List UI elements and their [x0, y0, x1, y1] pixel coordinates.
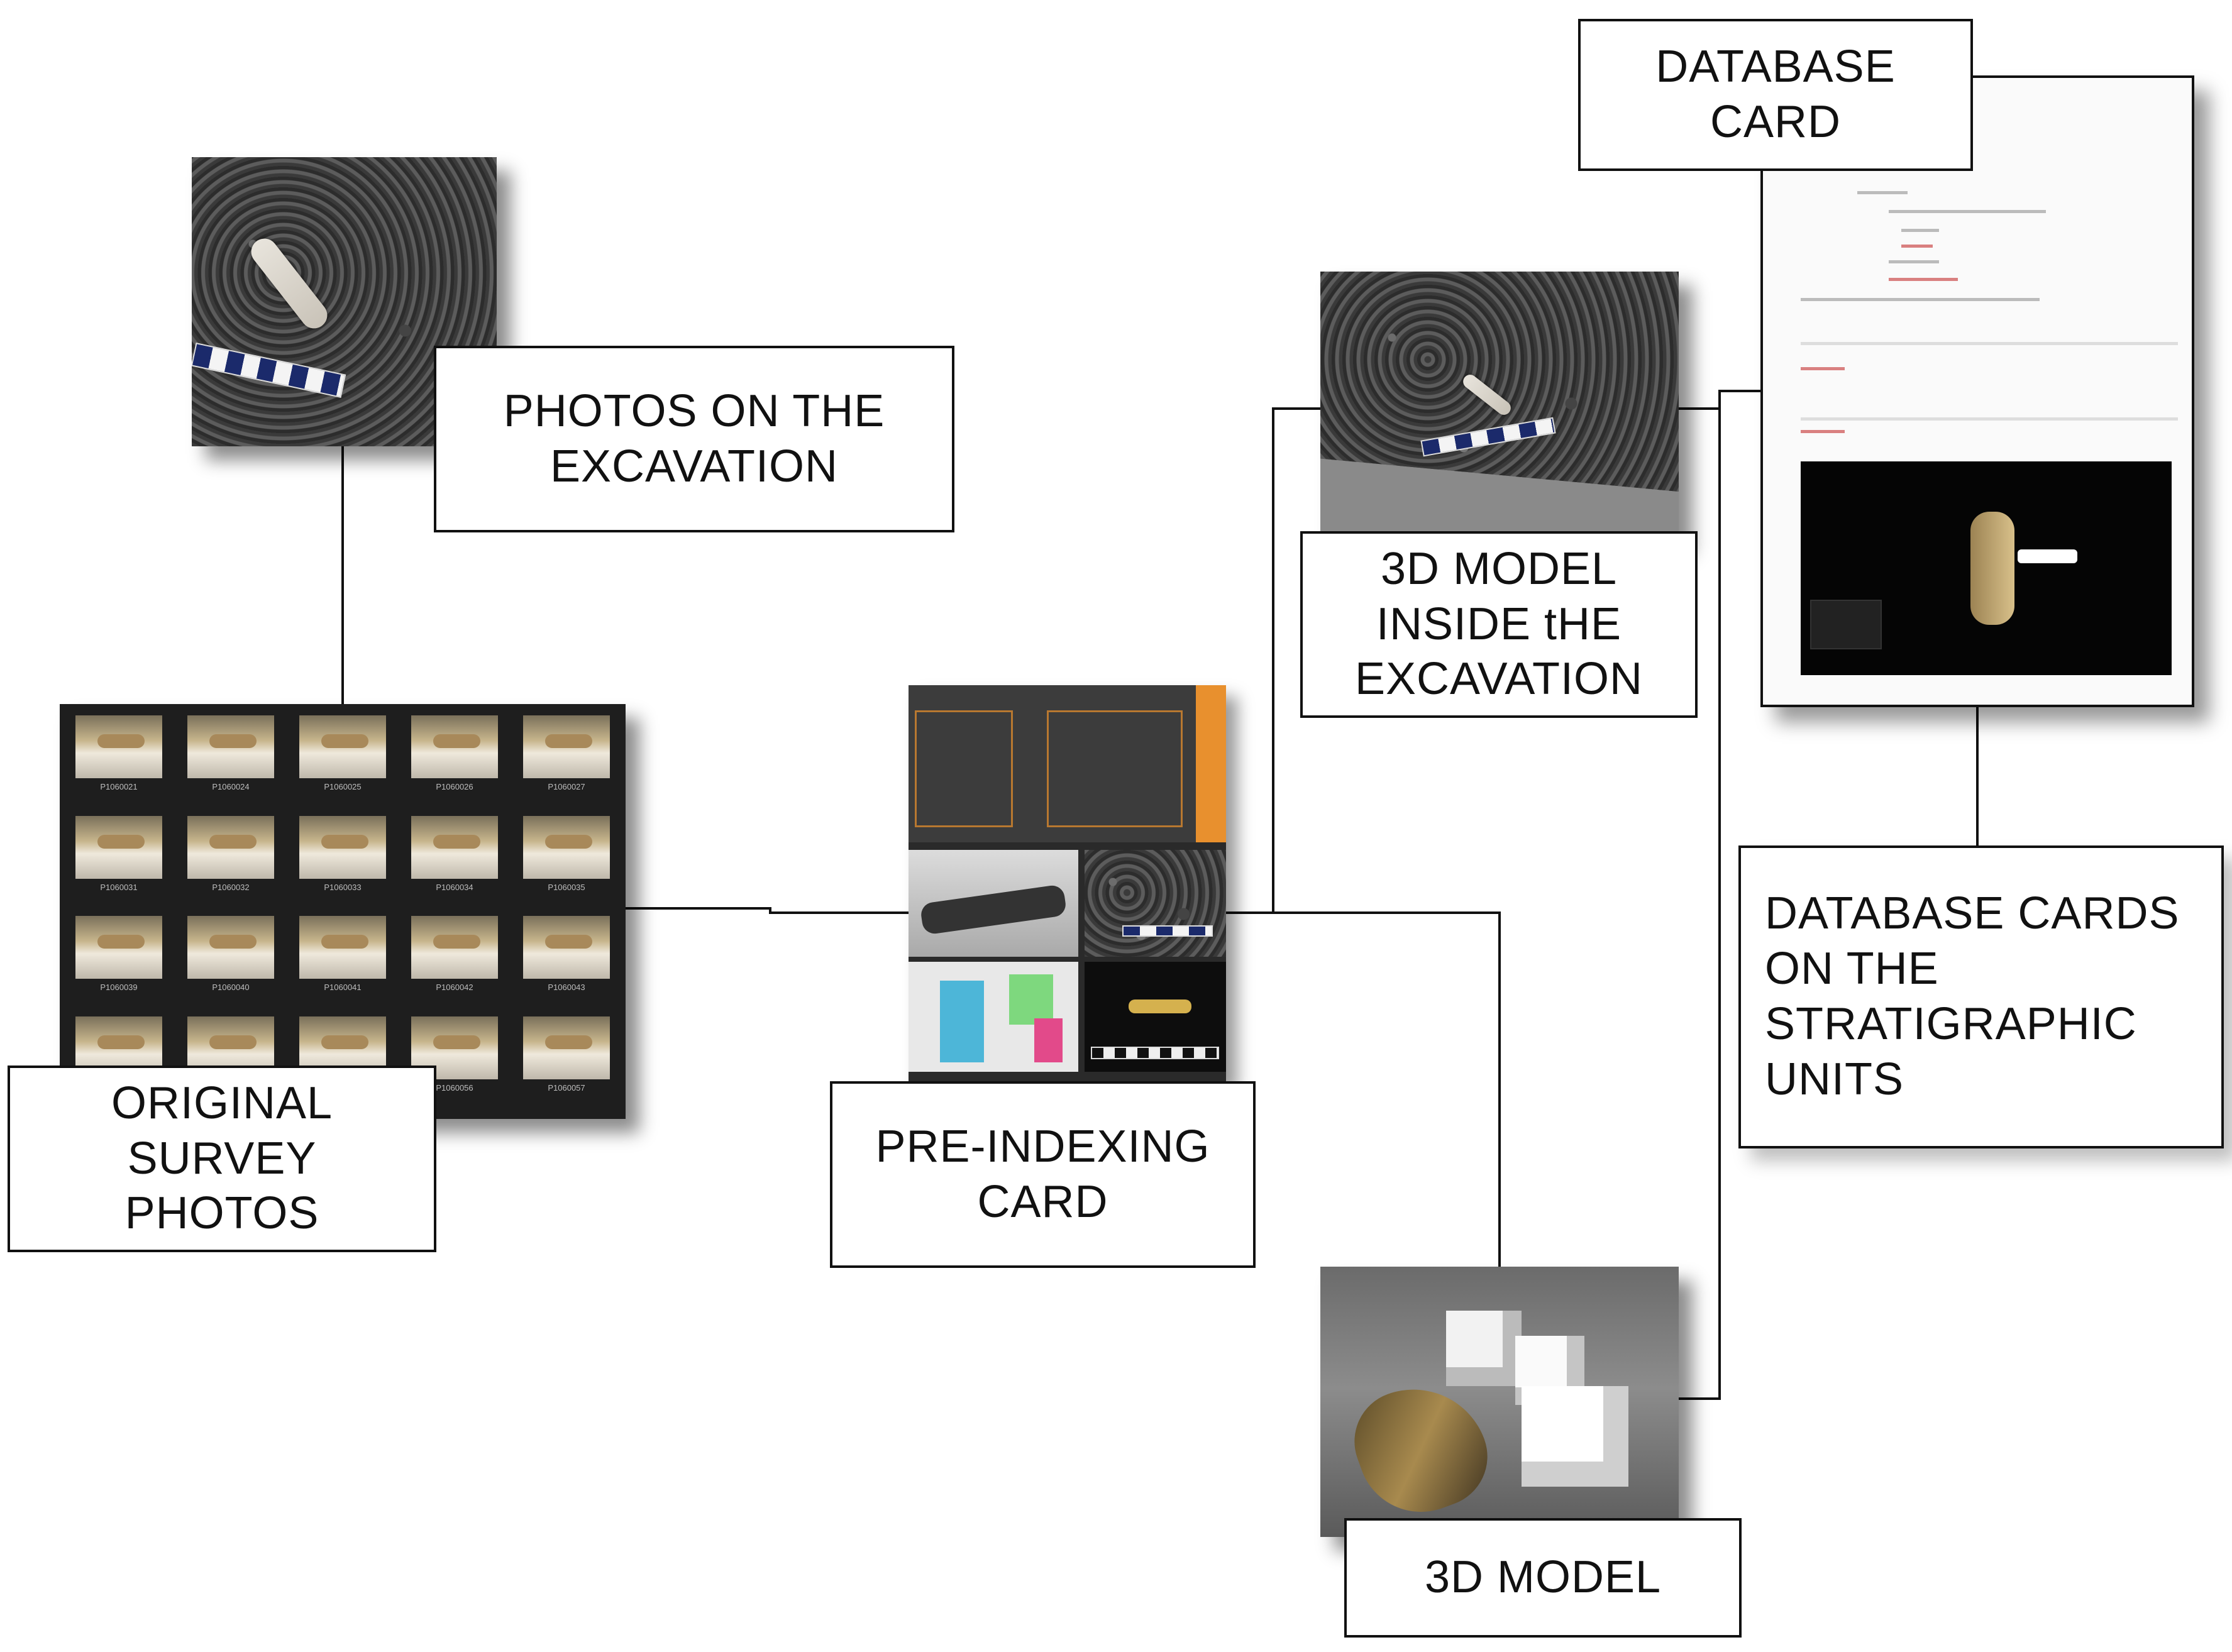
survey-thumbnail-caption: P1060035 [548, 882, 585, 892]
survey-thumbnail-caption: P1060032 [212, 882, 250, 892]
excavation-find [246, 233, 333, 334]
survey-thumbnail-caption: P1060039 [100, 983, 138, 992]
survey-thumbnail-caption: P1060057 [548, 1082, 585, 1093]
survey-thumbnail-caption: P1060031 [100, 882, 138, 892]
survey-thumbnail-image [411, 815, 498, 879]
survey-thumbnail: P1060034 [404, 815, 505, 908]
label-3d-model-inside-excavation: 3D MODEL INSIDE tHE EXCAVATION [1300, 531, 1698, 718]
link-model-to-database [1679, 390, 1760, 1400]
survey-thumbnail-caption: P1060040 [212, 983, 250, 992]
survey-thumbnail-caption: P1060042 [436, 983, 473, 992]
survey-thumbnail: P1060057 [516, 1016, 617, 1108]
model-inside-excavation-image [1320, 272, 1679, 542]
card-accent-bar [1196, 685, 1226, 842]
survey-thumbnail: P1060031 [69, 815, 169, 908]
survey-thumbnail: P1060024 [180, 715, 281, 807]
card-field-box-right [1047, 710, 1183, 827]
excavation-scale-bar [192, 343, 346, 398]
survey-thumbnail-image [523, 916, 610, 979]
survey-thumbnail-caption: P1060043 [548, 983, 585, 992]
survey-thumbnail-caption: P1060034 [436, 882, 473, 892]
survey-photo-grid: P1060021 P1060024 P1060025 P1060026 P1060027… [60, 704, 626, 1119]
label-database-cards-su: DATABASE CARDS ON THE STRATIGRAPHIC UNIT… [1738, 845, 2224, 1148]
survey-thumbnail: P1060026 [404, 715, 505, 807]
model-3d-image [1320, 1267, 1679, 1537]
survey-thumbnail-caption: P1060024 [212, 782, 250, 791]
survey-thumbnail: P1060039 [69, 916, 169, 1008]
survey-thumbnail: P1060043 [516, 916, 617, 1008]
survey-thumbnail-image [75, 815, 162, 879]
survey-thumbnail-caption: P1060041 [324, 983, 362, 992]
label-text: DATABASE CARDS ON THE STRATIGRAPHIC UNIT… [1765, 888, 2180, 1104]
card-cell-excavation [1085, 850, 1226, 957]
link-preindexing-to-model [1226, 911, 1501, 1267]
survey-thumbnail: P1060041 [292, 916, 393, 1008]
label-text: 3D MODEL INSIDE tHE EXCAVATION [1354, 543, 1644, 705]
label-text: DATABASE CARD [1655, 41, 1896, 147]
survey-thumbnail-image [411, 715, 498, 778]
card-cell-model-render [909, 850, 1078, 957]
survey-thumbnail-caption: P1060056 [436, 1082, 473, 1093]
survey-thumbnail: P1060033 [292, 815, 393, 908]
card-field-box-left [915, 710, 1013, 827]
label-database-card: DATABASE CARD [1578, 19, 1973, 171]
database-card-image [1760, 75, 2194, 707]
survey-thumbnail: P1060032 [180, 815, 281, 908]
label-photos-on-excavation: PHOTOS ON THE EXCAVATION [434, 346, 954, 532]
survey-thumbnail-image [187, 916, 274, 979]
survey-thumbnail: P1060040 [180, 916, 281, 1008]
survey-thumbnail-caption: P1060026 [436, 782, 473, 791]
survey-thumbnail-image [75, 715, 162, 778]
survey-thumbnail-image [523, 1016, 610, 1079]
label-pre-indexing-card: PRE-INDEXING CARD [830, 1081, 1256, 1268]
survey-thumbnail: P1060035 [516, 815, 617, 908]
pre-indexing-card-image [909, 685, 1226, 1081]
survey-thumbnail: P1060025 [292, 715, 393, 807]
label-3d-model: 3D MODEL [1344, 1518, 1742, 1638]
survey-thumbnail: P1060027 [516, 715, 617, 807]
survey-thumbnail-image [187, 715, 274, 778]
survey-thumbnail-caption: P1060025 [324, 782, 362, 791]
survey-thumbnail-image [75, 916, 162, 979]
label-text: PHOTOS ON THE EXCAVATION [503, 385, 885, 492]
survey-thumbnail-image [523, 815, 610, 879]
card-cell-colored-model [909, 962, 1078, 1072]
survey-thumbnail: P1060021 [69, 715, 169, 807]
survey-thumbnail-image [411, 916, 498, 979]
survey-thumbnail: P1060042 [404, 916, 505, 1008]
label-text: PRE-INDEXING CARD [875, 1121, 1210, 1227]
survey-thumbnail-image [187, 815, 274, 879]
survey-thumbnail-image [299, 815, 386, 879]
survey-thumbnail-image [299, 715, 386, 778]
link-survey-to-preindexing [626, 907, 909, 914]
pre-indexing-card-header [909, 685, 1226, 842]
survey-thumbnail-caption: P1060027 [548, 782, 585, 791]
database-3d-viewer [1801, 461, 2172, 675]
survey-thumbnail-caption: P1060033 [324, 882, 362, 892]
label-original-survey-photos: ORIGINAL SURVEY PHOTOS [8, 1066, 436, 1252]
survey-thumbnail-image [523, 715, 610, 778]
survey-thumbnail-image [299, 916, 386, 979]
label-text: ORIGINAL SURVEY PHOTOS [111, 1077, 333, 1239]
card-cell-find-photo [1085, 962, 1226, 1072]
survey-thumbnail-caption: P1060021 [100, 782, 138, 791]
label-text: 3D MODEL [1424, 1552, 1662, 1603]
